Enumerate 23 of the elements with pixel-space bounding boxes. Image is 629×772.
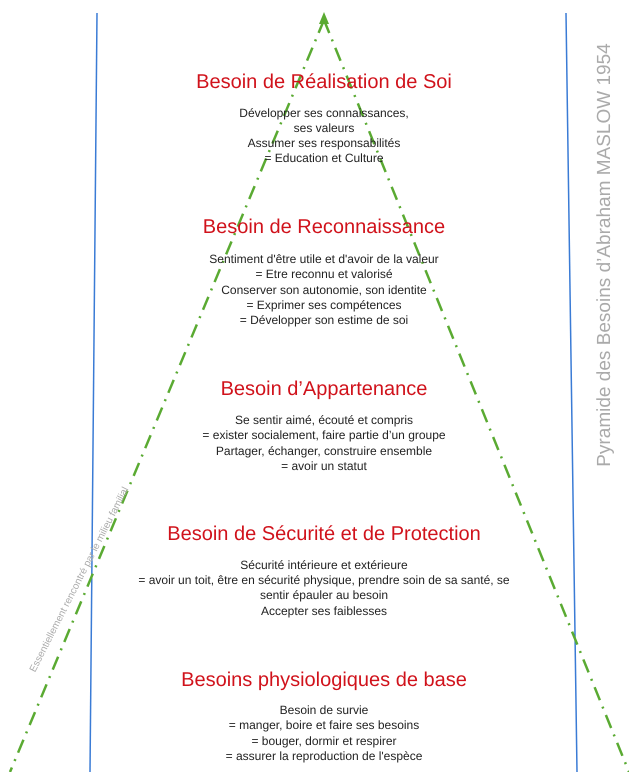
level-description: Besoin de survie [278,703,370,718]
level-description: = manger, boire et faire ses besoins [228,718,420,733]
level-description: = bouger, dormir et respirer [250,734,398,749]
level-description: = exister socialement, faire partie d’un groupe [201,428,447,443]
level-heading: Besoin de Sécurité et de Protection [166,522,482,546]
level-description: Accepter ses faiblesses [260,604,388,619]
title: Pyramide des Besoins d’Abraham MASLOW 1954 [594,42,616,469]
level-description: Partager, échanger, construire ensemble [214,444,434,459]
level-description: = Education et Culture [263,151,385,166]
level-description: = avoir un toit, être en sécurité physique, prendre soin de sa santé, se sentir épauler au besoin [137,573,511,603]
level-heading: Besoin de Reconnaissance [202,215,446,239]
level-description: = avoir un statut [280,459,368,474]
level-description: = assurer la reproduction de l'espèce [224,749,424,764]
level-heading: Besoins physiologiques de base [180,668,468,692]
level-description: Sécurité intérieure et extérieure [239,558,409,573]
level-description: Conserver son autonomie, son identite [220,283,428,298]
level-description: = Exprimer ses compétences [245,298,403,313]
level-heading: Besoin d’Appartenance [220,377,428,401]
level-description: Sentiment d'être utile et d'avoir de la valeur [208,252,440,267]
level-description: = Développer son estime de soi [238,313,410,328]
level-description: = Etre reconnu et valorisé [254,267,394,282]
level-description: Se sentir aimé, écouté et compris [234,413,414,428]
level-description: Assumer ses responsabilités [246,136,402,151]
